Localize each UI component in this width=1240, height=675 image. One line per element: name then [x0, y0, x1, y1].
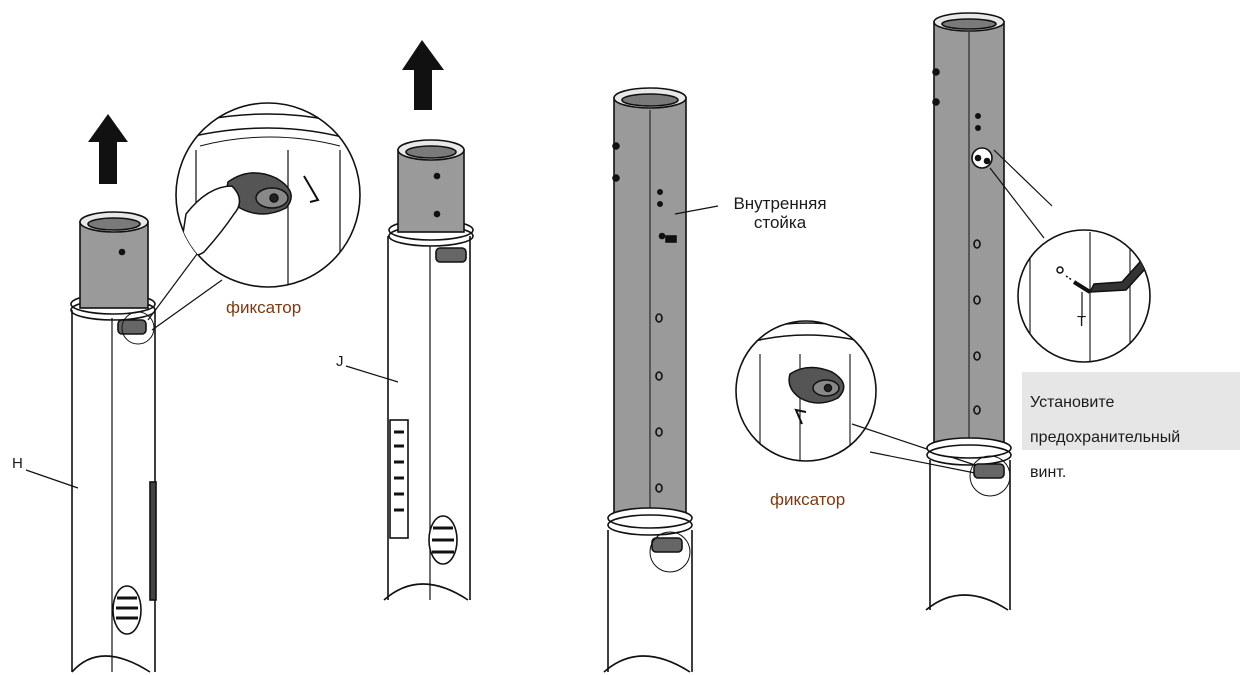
zoom-circle-left — [175, 102, 361, 288]
hex-key-icon — [1088, 240, 1150, 293]
post-tall-group — [925, 12, 1053, 611]
lock-label-right: фиксатор — [770, 490, 846, 509]
post-h-group — [25, 114, 223, 673]
lock-label-left: фиксатор — [226, 298, 302, 317]
post-j-group — [345, 40, 474, 601]
screw-icon — [1072, 280, 1092, 294]
part-label-h: H — [12, 455, 23, 472]
instruction-note-line3: винт. — [1030, 463, 1067, 481]
instruction-note-box — [1022, 372, 1240, 450]
instruction-note-line1: Установите — [1030, 393, 1115, 411]
zoom-circle-middle — [735, 320, 991, 475]
part-label-t: T — [1077, 313, 1087, 330]
zoom-circle-right — [1017, 229, 1151, 363]
arrow-up-icon — [88, 114, 128, 184]
instruction-note-line2: предохранительный — [1030, 428, 1181, 446]
inner-post-label-line2: стойка — [753, 212, 807, 232]
inner-post-label-line1: Внутренняя — [733, 194, 827, 213]
instruction-note: Установите предохранительный винт. — [1030, 376, 1180, 499]
arrow-up-icon — [402, 40, 444, 110]
inner-post-label: Внутренняя стойка — [720, 194, 840, 232]
outer-post-j — [387, 236, 471, 600]
post-inner-group — [603, 87, 719, 673]
part-label-j: J — [336, 353, 344, 370]
